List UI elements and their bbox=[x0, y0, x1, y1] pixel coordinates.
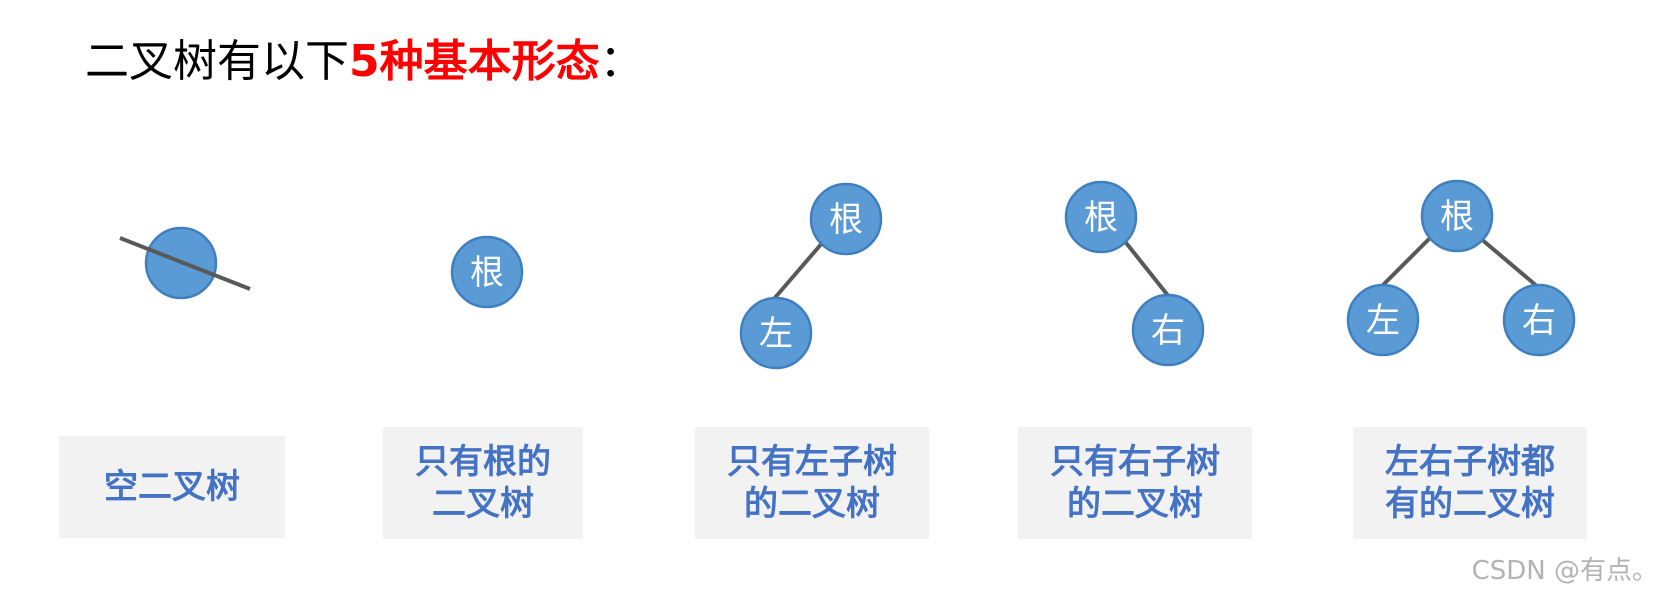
edge-root-left bbox=[771, 240, 825, 302]
caption-empty-tree: 空二叉树 bbox=[59, 436, 285, 538]
root-node bbox=[809, 182, 883, 256]
page-title: 二叉树有以下5种基本形态： bbox=[85, 32, 644, 92]
title-highlight: 5种基本形态 bbox=[349, 36, 600, 87]
caption-full-tree: 左右子树都 有的二叉树 bbox=[1353, 427, 1587, 539]
full-tree-figure: 根 左 右 bbox=[1346, 179, 1576, 357]
left-only-figure: 根 左 bbox=[739, 182, 883, 370]
edge-root-left bbox=[1379, 236, 1432, 289]
edge-root-right bbox=[1478, 236, 1540, 289]
caption-root-only: 只有根的 二叉树 bbox=[383, 427, 583, 539]
left-node bbox=[1346, 283, 1420, 357]
title-suffix: ： bbox=[599, 36, 644, 87]
caption-left-only: 只有左子树 的二叉树 bbox=[695, 427, 929, 539]
edge-root-right bbox=[1121, 237, 1172, 300]
right-node-label: 右 bbox=[1151, 311, 1185, 351]
title-prefix: 二叉树有以下 bbox=[85, 36, 349, 87]
left-node bbox=[739, 296, 813, 370]
root-node-label: 根 bbox=[470, 253, 504, 293]
right-node-label: 右 bbox=[1522, 301, 1556, 341]
right-node bbox=[1502, 283, 1576, 357]
right-only-figure: 根 右 bbox=[1064, 180, 1205, 367]
watermark: CSDN @有点。 bbox=[1471, 556, 1658, 586]
right-node bbox=[1131, 293, 1205, 367]
left-node-label: 左 bbox=[1366, 301, 1400, 341]
root-node-label: 根 bbox=[1084, 198, 1118, 238]
root-node-label: 根 bbox=[829, 200, 863, 240]
caption-right-only: 只有右子树 的二叉树 bbox=[1018, 427, 1252, 539]
left-node-label: 左 bbox=[759, 314, 793, 354]
root-node bbox=[1064, 180, 1138, 254]
root-node bbox=[1420, 179, 1494, 253]
root-only-figure: 根 bbox=[450, 235, 524, 309]
root-node-label: 根 bbox=[1440, 197, 1474, 237]
strike-line bbox=[119, 236, 251, 291]
empty-tree-figure bbox=[119, 226, 251, 300]
root-node bbox=[450, 235, 524, 309]
